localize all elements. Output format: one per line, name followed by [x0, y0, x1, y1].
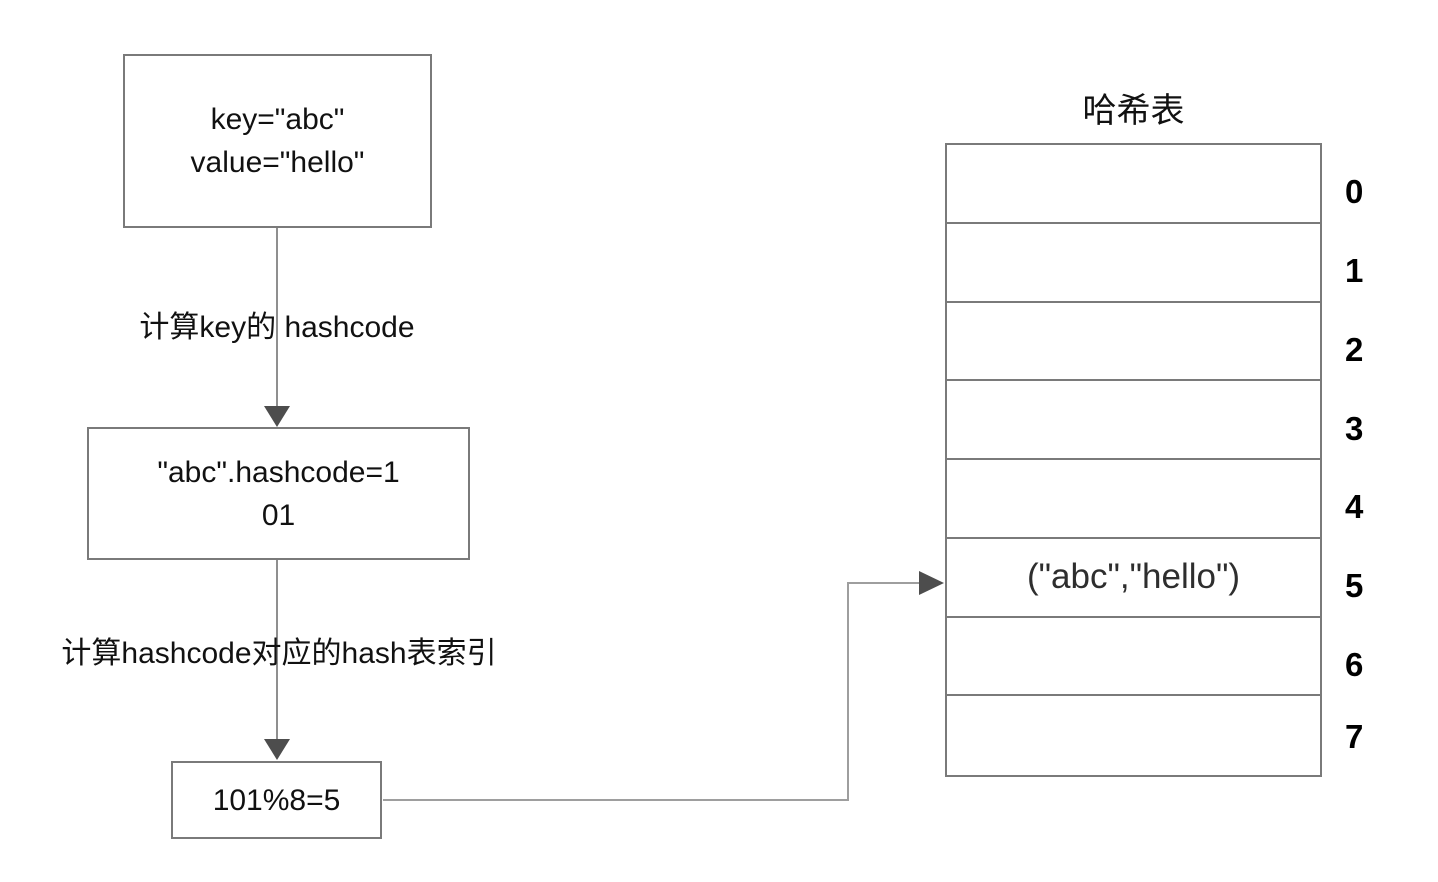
- hashcode-line2: 01: [261, 498, 296, 532]
- hash-table: ("abc","hello"): [945, 143, 1322, 777]
- hash-table-row-1: [947, 224, 1320, 303]
- step2-label: 计算hashcode对应的hash表索引: [61, 637, 497, 670]
- bucket-index-6: 6: [1345, 645, 1364, 683]
- index-calc-box: 101%8=5: [171, 761, 382, 839]
- bucket-index-0: 0: [1345, 172, 1364, 210]
- input-value-line: value="hello": [190, 146, 365, 179]
- hash-table-row-0: [947, 145, 1320, 224]
- input-key-line: key="abc": [210, 103, 345, 136]
- arrowhead-down-icon: [264, 739, 290, 760]
- input-key-value-box: key="abc" value="hello": [123, 54, 432, 228]
- hash-table-row-7: [947, 696, 1320, 775]
- bucket-index-7: 7: [1345, 717, 1364, 755]
- bucket-index-1: 1: [1345, 251, 1364, 289]
- elbow-connector-line: [383, 582, 921, 801]
- step1-label: 计算key的 hashcode: [139, 311, 415, 344]
- bucket-index-3: 3: [1345, 409, 1364, 447]
- arrowhead-right-icon: [919, 571, 944, 595]
- hash-table-cell-occupied: ("abc","hello"): [1026, 557, 1241, 597]
- bucket-index-5: 5: [1345, 566, 1364, 604]
- index-calc-text: 101%8=5: [212, 783, 341, 817]
- hashcode-line1: "abc".hashcode=1: [157, 455, 400, 489]
- bucket-index-4: 4: [1345, 487, 1364, 525]
- bucket-index-2: 2: [1345, 330, 1364, 368]
- arrowhead-down-icon: [264, 406, 290, 427]
- hash-table-title: 哈希表: [1082, 92, 1185, 130]
- hash-table-row-2: [947, 303, 1320, 382]
- hashcode-result-box: "abc".hashcode=1 01: [87, 427, 470, 560]
- hash-table-row-3: [947, 381, 1320, 460]
- hash-table-row-5: ("abc","hello"): [947, 539, 1320, 618]
- hash-table-row-4: [947, 460, 1320, 539]
- hash-table-row-6: [947, 618, 1320, 697]
